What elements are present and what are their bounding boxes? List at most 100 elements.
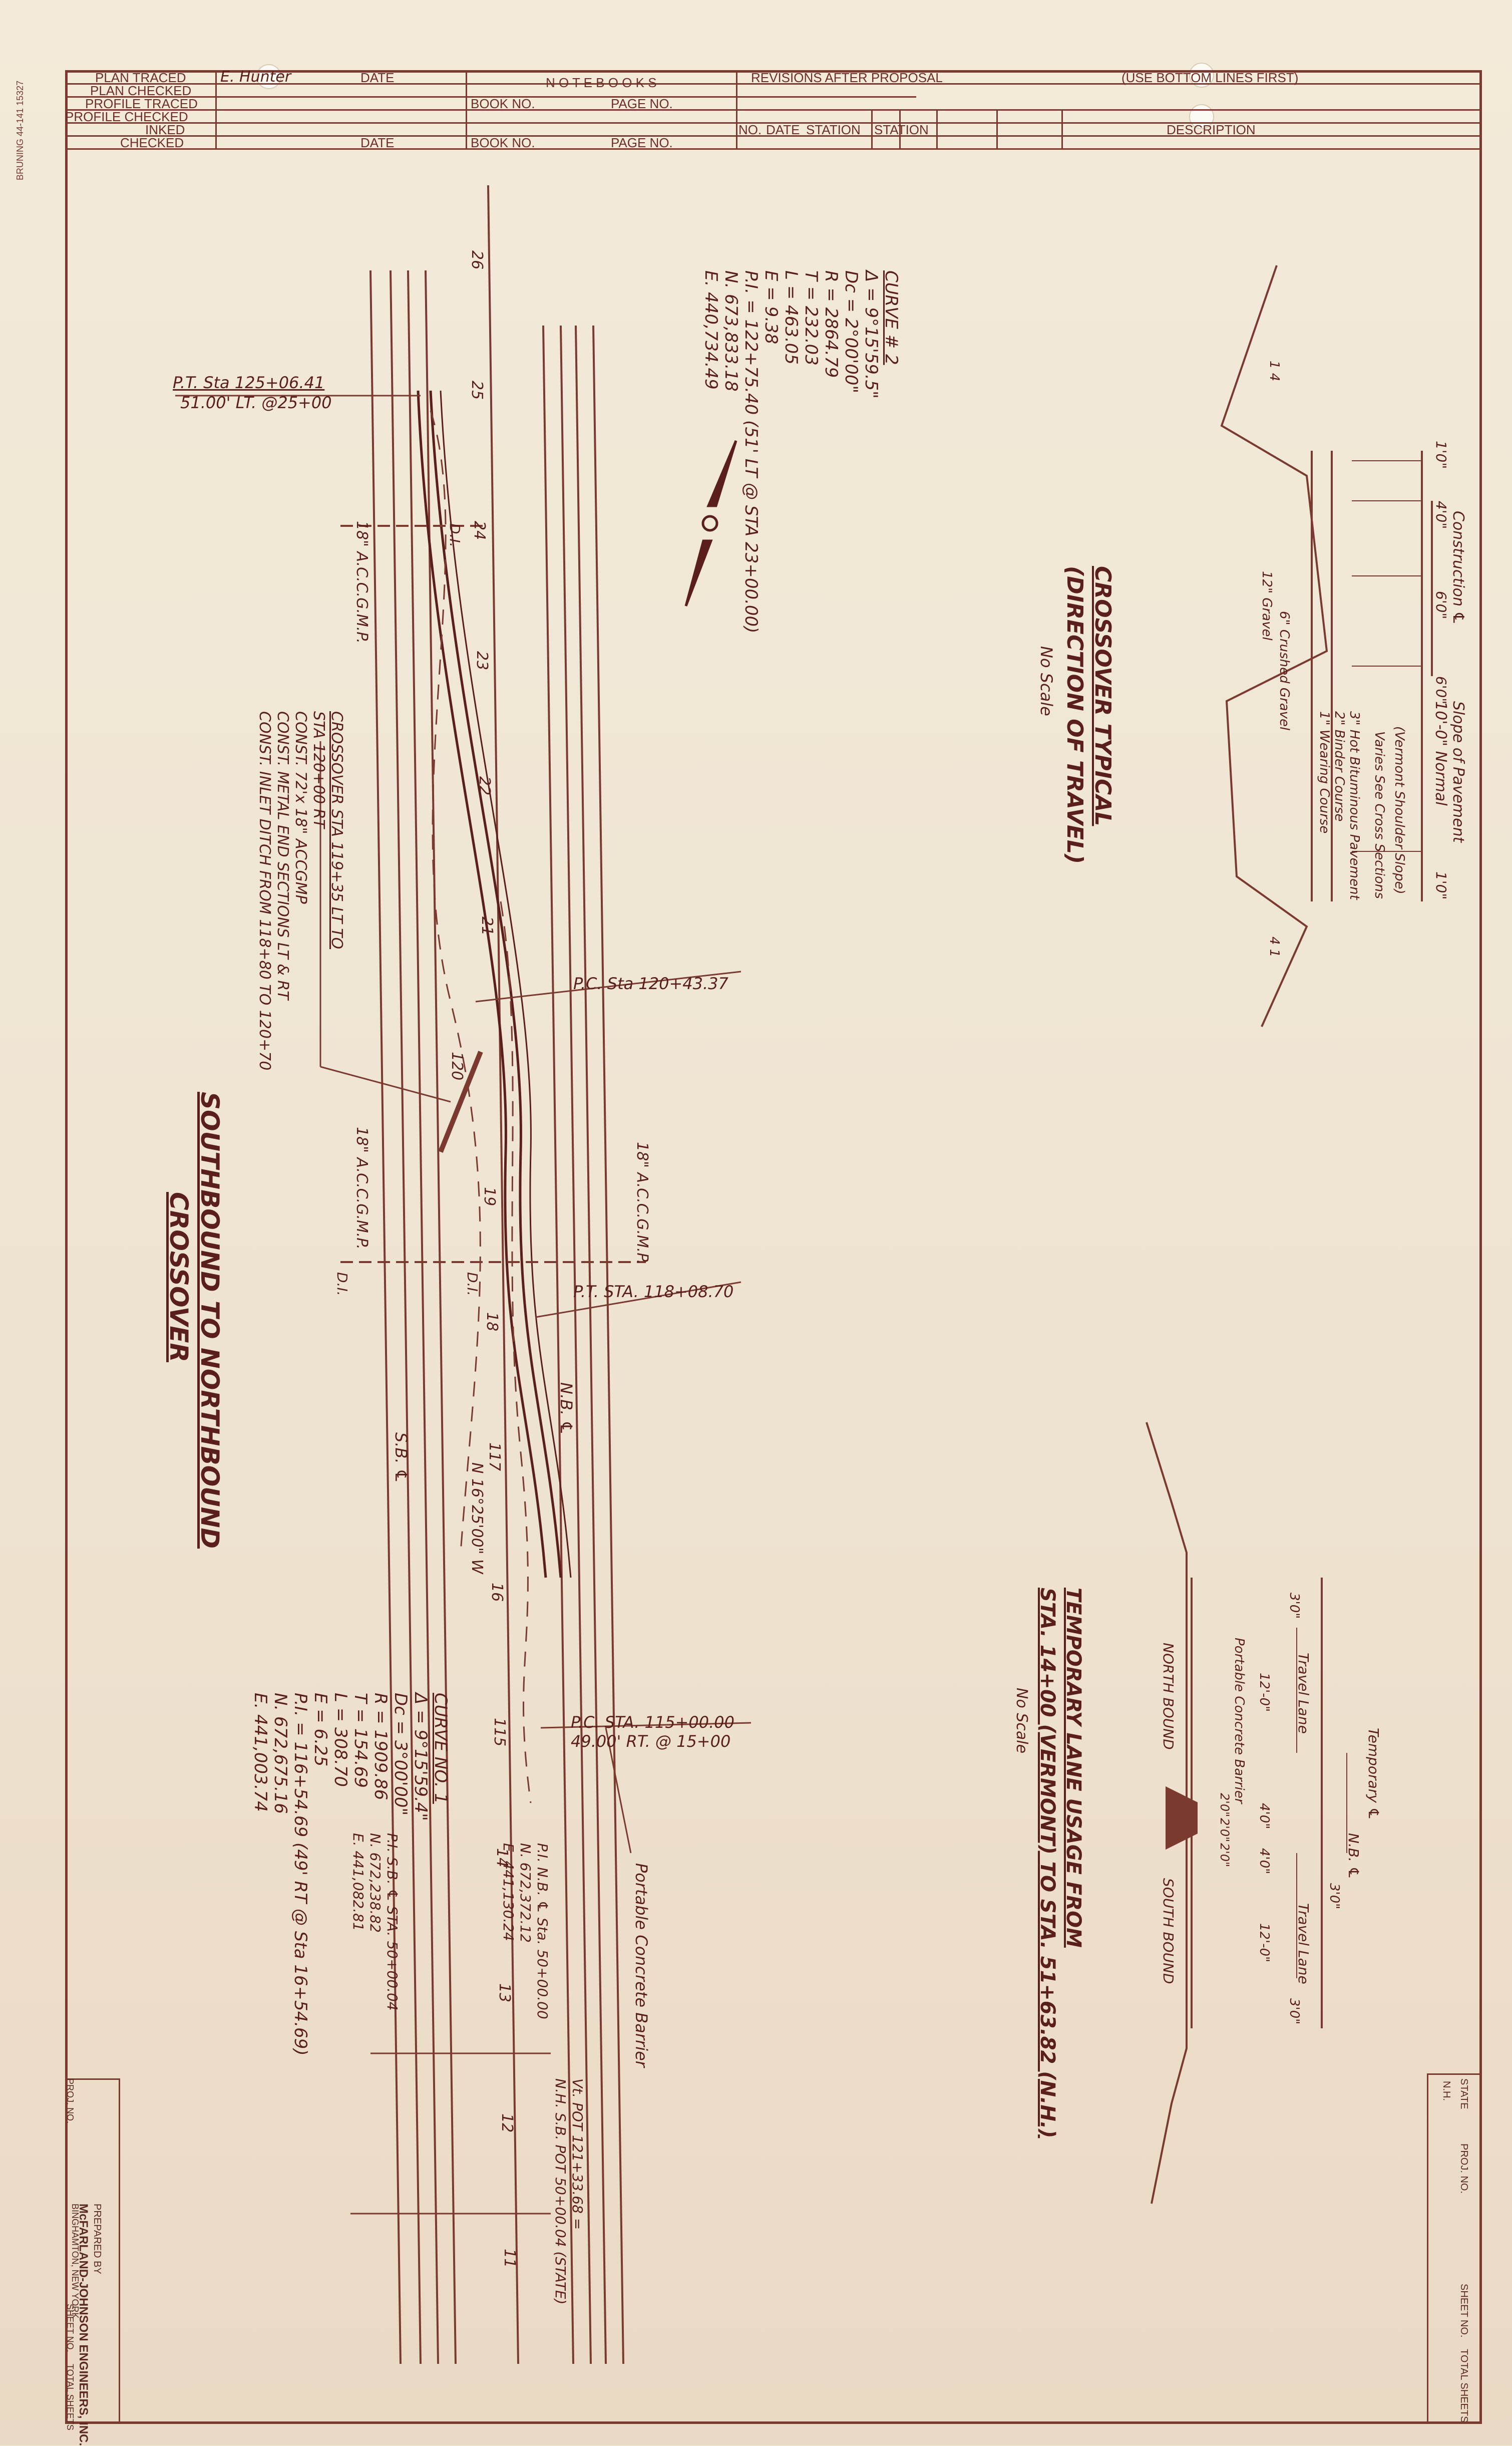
slope-ratio: 4 1 <box>1267 937 1282 958</box>
station-number: 11 <box>501 2249 518 2268</box>
south-bound-label: SOUTH BOUND <box>1160 1878 1177 1984</box>
tb-state-val: N.H. <box>1441 2081 1452 2101</box>
drop-inlet-label: D.I. <box>464 1272 481 1296</box>
dim-label: 6'0" <box>1433 676 1449 705</box>
temp-dim: 2'0" <box>1218 1793 1232 1817</box>
checked-label: CHECKED <box>120 135 184 150</box>
pipe-label: 18" A.C.C.G.M.P. <box>353 1127 370 1250</box>
curve-1-line: E = 6.25 <box>310 1693 330 1767</box>
station-col-label: STATION <box>874 122 929 137</box>
main-title-line-1: SOUTHBOUND TO NORTHBOUND <box>195 1092 224 1549</box>
pipe-label: 18" A.C.C.G.M.P. <box>353 521 370 644</box>
tb-sheet-no: SHEET NO. <box>1458 2284 1469 2338</box>
curve-1-line: Δ = 9°15'59.4" <box>411 1693 431 1821</box>
temp-dim: 4'0" <box>1257 1848 1272 1875</box>
tb-proj-no: PROJ. NO. <box>1458 2144 1469 2194</box>
pt-label-mid: P.T. STA. 118+08.70 <box>573 1282 734 1301</box>
station-number: 13 <box>496 1983 513 2003</box>
temp-lane-title-2: STA. 14+00 (VERMONT) TO STA. 51+63.82 (N… <box>1036 1588 1059 2138</box>
punch-hole <box>1189 104 1214 129</box>
temp-dim: 12'-0" <box>1257 1673 1272 1712</box>
construction-cl-label: Construction ℄ <box>1449 511 1467 625</box>
curve-2-line: N. 673,833.18 <box>721 270 741 392</box>
slope-ratio: 1 4 <box>1267 361 1282 382</box>
revisions-label: REVISIONS AFTER PROPOSAL <box>751 70 943 85</box>
date-label: DATE <box>360 70 395 85</box>
crossover-typical-subtitle: (DIRECTION OF TRAVEL) <box>1062 566 1087 864</box>
pot-label: Vt. POT 121+33.68 = N.H. S.B. POT 50+00.… <box>552 2078 586 2305</box>
profile-traced-label: PROFILE TRACED <box>85 96 198 111</box>
punch-hole <box>256 64 281 89</box>
pc-label-low: P.C. STA. 115+00.00 <box>571 1713 734 1732</box>
curve-2-line: E = 9.38 <box>761 270 781 345</box>
dim-label: 4'0" <box>1433 501 1449 529</box>
north-arrow-icon <box>684 440 737 606</box>
pt-label-top: P.T. Sta 125+06.41 <box>173 373 325 392</box>
temporary-lane-section <box>1146 1422 1347 2204</box>
profile-checked-label: PROFILE CHECKED <box>65 109 188 124</box>
travel-lane-label: Travel Lane <box>1295 1653 1312 1734</box>
travel-lane-label: Travel Lane <box>1295 1903 1312 1984</box>
bituminous-label: 3" Hot Bituminous Pavement <box>1347 711 1362 900</box>
temp-cl-label: Temporary ℄ <box>1365 1728 1382 1820</box>
tb-sheet-no-left: SHEET NO. <box>65 2304 75 2352</box>
crossover-typical-heading: CROSSOVER TYPICAL <box>1090 566 1115 826</box>
pi-sb-n: N. 672,238.82 <box>367 1833 384 1933</box>
slope-label: Slope of Pavement <box>1449 701 1467 843</box>
curve-2-line: E. 440,734.49 <box>701 270 721 390</box>
title-block-left <box>65 2078 120 2424</box>
curve-2-line: L = 463.05 <box>781 270 801 365</box>
main-title: SOUTHBOUND TO NORTHBOUND CROSSOVER <box>163 1092 225 1549</box>
station-number: 23 <box>473 651 491 671</box>
curve-1-title: CURVE NO. 1 <box>431 1693 451 1804</box>
vt-pot: Vt. POT 121+33.68 = <box>569 2078 586 2230</box>
temp-dim: 2'0" <box>1218 1818 1232 1843</box>
dim-label: 1'0" <box>1433 441 1449 469</box>
main-title-line-2: CROSSOVER <box>164 1192 193 1363</box>
pt-label-top-sub: 51.00' LT. @25+00 <box>180 393 332 412</box>
station-number: 21 <box>478 916 496 936</box>
gravel6-label: 6" Crushed Gravel <box>1277 611 1292 731</box>
curve-2-table: CURVE # 2 Δ = 9°15'59.5" Dc = 2°00'00" R… <box>701 270 901 633</box>
temp-nb-cl-label: N.B. ℄ <box>1345 1833 1362 1879</box>
temp-lane-title-1: TEMPORARY LANE USAGE FROM <box>1062 1588 1085 1948</box>
crossover-typical-title: CROSSOVER TYPICAL (DIRECTION OF TRAVEL) … <box>1032 566 1116 864</box>
temp-dim: 3'0" <box>1287 1998 1302 2025</box>
plan-checked-label: PLAN CHECKED <box>90 83 192 98</box>
plan-traced-by: E. Hunter <box>220 68 291 86</box>
bearing-label: N 16°25'00" W <box>468 1462 486 1574</box>
inked-label: INKED <box>145 122 185 137</box>
temp-lane-scale: No Scale <box>1013 1688 1030 1754</box>
temp-lane-title: TEMPORARY LANE USAGE FROM STA. 14+00 (VE… <box>1008 1588 1086 2138</box>
crossover-typical-section <box>1220 265 1433 1027</box>
pi-sb-e: E. 441,082.81 <box>350 1833 366 1931</box>
sb-centerline-label: S.B. ℄ <box>392 1432 411 1483</box>
page-no-label: PAGE NO. <box>611 135 673 150</box>
normal-label: 10'-0" Normal <box>1432 701 1449 806</box>
wearing-label: 1" Wearing Course <box>1317 711 1332 834</box>
description-label: DESCRIPTION <box>1167 122 1256 137</box>
curve-2-title: CURVE # 2 <box>881 270 901 365</box>
dim-label: 6'0" <box>1433 591 1449 620</box>
plan-traced-label: PLAN TRACED <box>95 70 186 85</box>
tb-total-sheets: TOTAL SHEETS <box>1458 2349 1469 2423</box>
shoulder-label: (Vermont Shoulder Slope) <box>1392 726 1407 894</box>
station-number: 19 <box>481 1187 498 1206</box>
pc-label-mid: P.C. Sta 120+43.37 <box>573 974 728 993</box>
curve-2-line: Δ = 9°15'59.5" <box>861 270 881 399</box>
station-number: 16 <box>488 1583 506 1602</box>
temp-dim: 2'0" <box>1218 1843 1232 1868</box>
binder-label: 2" Binder Course <box>1332 711 1347 822</box>
crossover-typical-scale: No Scale <box>1037 646 1056 716</box>
drop-inlet-label: D.I. <box>334 1272 350 1296</box>
no-label: NO. <box>738 122 762 137</box>
pipe-label: 18" A.C.C.G.M.P. <box>633 1142 651 1265</box>
pi-sb-text: P.I. S.B. ℄ STA. 50+00.04 <box>384 1833 401 2011</box>
north-bound-label: NORTH BOUND <box>1160 1643 1177 1750</box>
crossover-note: CROSSOVER STA 119+35 LT TO STA 120+00 RT… <box>255 711 345 1070</box>
crossover-note-line: CONST. METAL END SECTIONS LT & RT <box>274 711 291 1000</box>
curve-1-line: P.I. = 116+54.69 (49' RT @ Sta 16+54.69) <box>290 1693 310 2056</box>
header-block: PLAN TRACED E. Hunter PLAN CHECKED PROFI… <box>65 68 1482 150</box>
page-no-label: PAGE NO. <box>611 96 673 111</box>
